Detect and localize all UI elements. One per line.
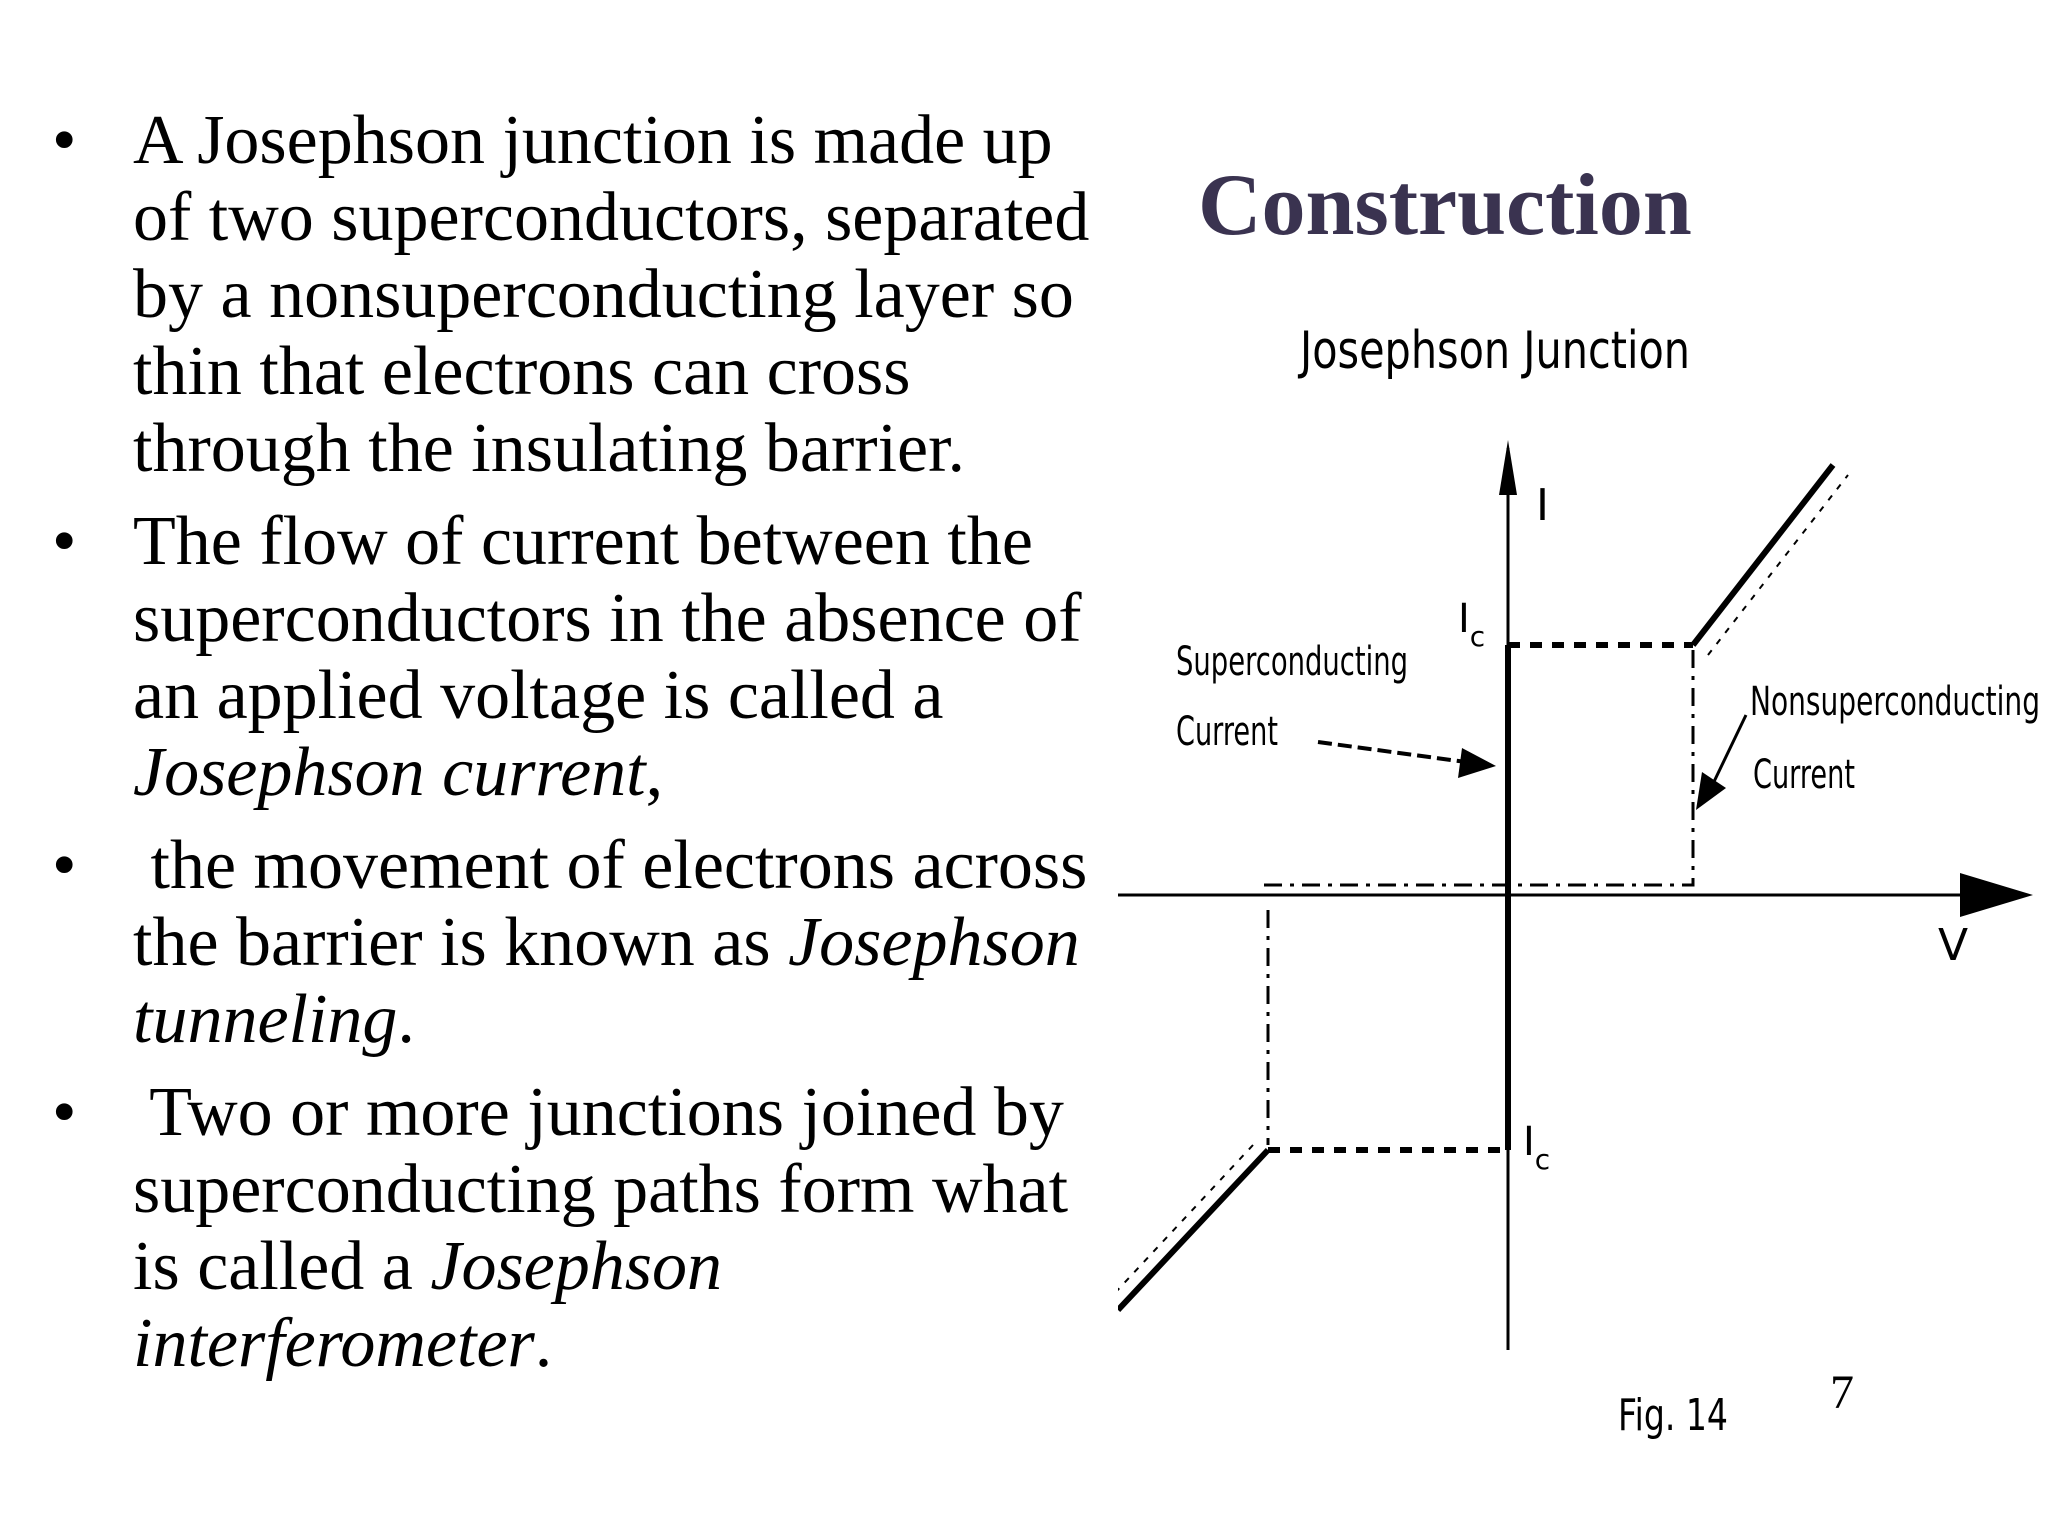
bullet-segment: , [645, 734, 664, 811]
bullet-segment: the movement of electrons across the bar… [133, 827, 1088, 981]
current-axis-label: I [1536, 480, 1549, 531]
bullet-item: • Two or more junctions joined by superc… [52, 1074, 1112, 1382]
bullet-segment: A Josephson junction is made up of two s… [133, 102, 1090, 487]
bullet-item: • The flow of current between the superc… [52, 503, 1112, 811]
voltage-axis-label: V [1938, 920, 1968, 971]
resistive-branch-upper [1690, 463, 1836, 647]
bullet-list: • A Josephson junction is made up of two… [52, 102, 1112, 1398]
resistive-branch-lower-shadow [1118, 1144, 1254, 1292]
bullet-segment: The flow of current between the supercon… [133, 503, 1082, 734]
bullet-item: • the movement of electrons across the b… [52, 827, 1112, 1058]
current-axis-arrowhead [1499, 440, 1517, 495]
slide-title: Construction [1198, 157, 1692, 254]
iv-characteristic-svg: Josephson Junction I V Ic Ic [1118, 321, 2040, 1441]
bullet-segment: . [534, 1305, 553, 1382]
voltage-axis-arrowhead [1960, 873, 2033, 917]
bullet-text: the movement of electrons across the bar… [133, 827, 1087, 1058]
bullet-text: The flow of current between the supercon… [133, 503, 1082, 811]
bullet-item: • A Josephson junction is made up of two… [52, 102, 1112, 487]
bullet-dot: • [52, 503, 77, 580]
bullet-lead-space [133, 1074, 149, 1151]
critical-current-label-upper: Ic [1458, 596, 1485, 653]
resistive-branch-lower [1118, 1147, 1271, 1313]
nonsuperconducting-label-line1: Nonsuperconducting [1750, 679, 2040, 725]
nonsuperconducting-arrowhead [1696, 772, 1726, 810]
bullet-lead-space [133, 827, 151, 904]
nonsuperconducting-arrow [1708, 714, 1748, 791]
critical-current-label-lower: Ic [1523, 1119, 1550, 1176]
bullet-dot: • [52, 827, 77, 904]
bullet-term: Josephson interferometer [133, 1228, 722, 1382]
bullet-dot: • [52, 1074, 77, 1151]
nonsuperconducting-label-line2: Current [1753, 752, 1855, 798]
superconducting-label-line1: Superconducting [1176, 639, 1408, 685]
bullet-text: A Josephson junction is made up of two s… [133, 102, 1089, 487]
return-path-upper [1263, 650, 1695, 887]
bullet-segment: . [397, 981, 415, 1058]
superconducting-arrow [1317, 740, 1489, 767]
bullet-term: Josephson tunneling [133, 904, 1080, 1058]
page-number: 7 [1830, 1366, 1854, 1419]
bullet-segment: Two or more junctions joined by supercon… [133, 1074, 1069, 1305]
resistive-branch-upper-shadow [1707, 474, 1849, 656]
figure-title: Josephson Junction [1298, 321, 1690, 381]
josephson-junction-diagram: Josephson Junction I V Ic Ic [1118, 310, 2048, 1470]
superconducting-label-line2: Current [1176, 709, 1278, 755]
bullet-dot: • [52, 102, 77, 179]
figure-caption: Fig. 14 [1618, 1390, 1728, 1441]
bullet-text: Two or more junctions joined by supercon… [133, 1074, 1068, 1382]
superconducting-arrowhead [1458, 748, 1496, 778]
bullet-term: Josephson current [133, 734, 646, 811]
